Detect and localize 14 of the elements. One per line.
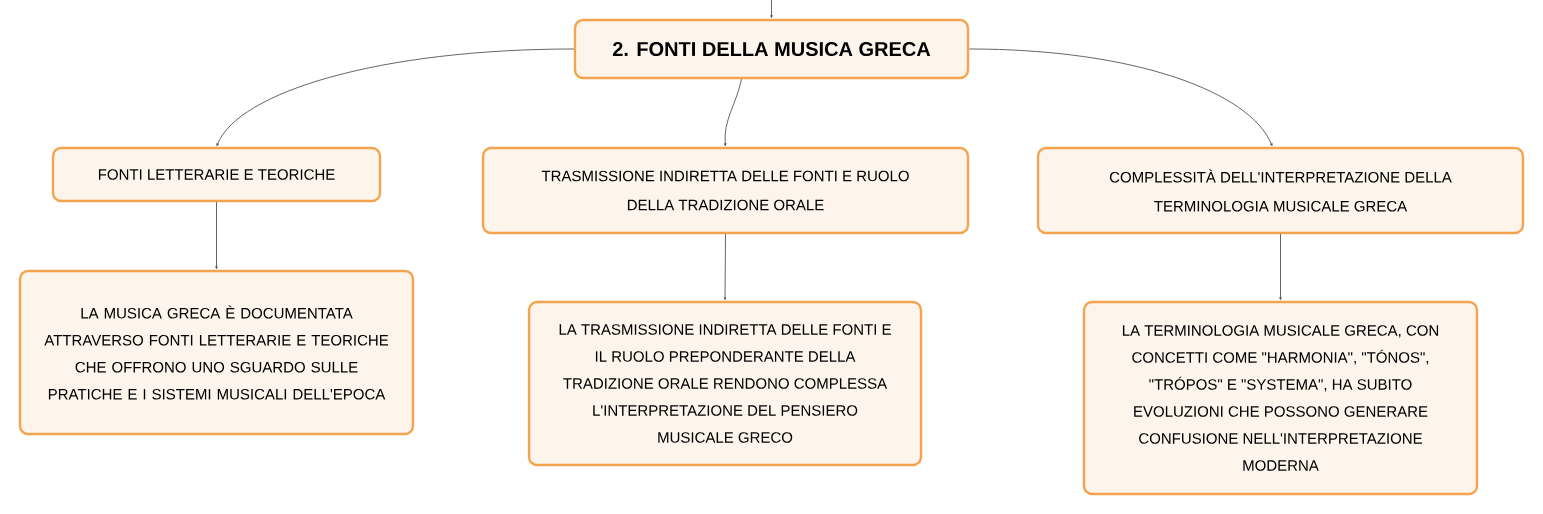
arrow xyxy=(1279,233,1282,301)
arrow xyxy=(723,78,742,147)
arrow xyxy=(968,48,1273,147)
topic-box: FONTI LETTERARIE E TEORICHE xyxy=(51,146,382,203)
arrow xyxy=(216,48,575,147)
topic-box: TRASMISSIONE INDIRETTA DELLE FONTI E RUOLO DELLA TRADIZIONE ORALE xyxy=(481,146,970,235)
arrow xyxy=(215,201,218,270)
arrow xyxy=(723,233,727,301)
description-box: LA TERMINOLOGIA MUSICALE GRECA, CON CONCETTI COME "HARMONIA", "TÓNOS", "TRÓPOS" E "SYSTEMA", HA SUBITO EVOLUZIONI CHE POSSONO GENERARE CONFUSIONE NELL'INTERPRETAZIONE MODERNA xyxy=(1082,300,1479,496)
description-box: LA TRASMISSIONE INDIRETTA DELLE FONTI E IL RUOLO PREPONDERANTE DELLA TRADIZIONE ORALE RENDONO COMPLESSA L'INTERPRETAZIONE DEL PENSIERO MUSICALE GRECO xyxy=(527,300,923,467)
topic-box: COMPLESSITÀ DELL'INTERPRETAZIONE DELLA TERMINOLOGIA MUSICALE GRECA xyxy=(1036,146,1525,235)
arrow xyxy=(770,0,773,19)
description-box: LA MUSICA GRECA È DOCUMENTATA ATTRAVERSO FONTI LETTERARIE E TEORICHE CHE OFFRONO UNO SGUARDO SULLE PRATICHE E I SISTEMI MUSICALI DELL'EPOCA xyxy=(18,269,415,436)
title-box: 2. FONTI DELLA MUSICA GRECA xyxy=(573,18,970,80)
